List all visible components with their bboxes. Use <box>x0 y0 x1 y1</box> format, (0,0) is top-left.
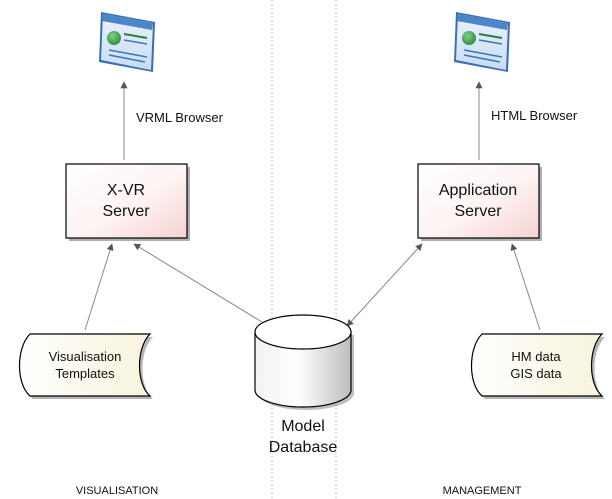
connector-templates-to-xvr <box>84 243 114 331</box>
xvr-server-line2: Server <box>102 203 150 220</box>
xvr-server-line1: X-VR <box>107 182 145 199</box>
xvr-server-box: X-VR Server <box>65 163 190 241</box>
section-label-management: MANAGEMENT <box>443 485 522 497</box>
hm-gis-data-document: HM data GIS data <box>471 333 605 399</box>
visualisation-templates-document: Visualisation Templates <box>19 333 153 399</box>
templates-line2: Templates <box>55 366 115 381</box>
vrml-browser-label: VRML Browser <box>136 110 224 125</box>
html-browser-icon <box>454 12 510 72</box>
application-server-line1: Application <box>439 182 517 199</box>
connector-data-to-app <box>510 243 541 331</box>
model-database-cylinder <box>254 314 354 410</box>
connector-database-to-xvr <box>133 243 263 323</box>
vrml-browser-icon <box>99 12 155 72</box>
database-label-line2: Database <box>269 439 338 456</box>
data-line2: GIS data <box>510 366 562 381</box>
connector-database-app-bidirectional <box>346 243 423 327</box>
section-label-visualisation: VISUALISATION <box>76 485 158 497</box>
application-server-line2: Server <box>454 203 502 220</box>
database-label-line1: Model <box>281 418 325 435</box>
html-browser-label: HTML Browser <box>491 108 578 123</box>
data-line1: HM data <box>511 349 561 364</box>
application-server-box: Application Server <box>417 163 542 241</box>
templates-line1: Visualisation <box>49 349 122 364</box>
